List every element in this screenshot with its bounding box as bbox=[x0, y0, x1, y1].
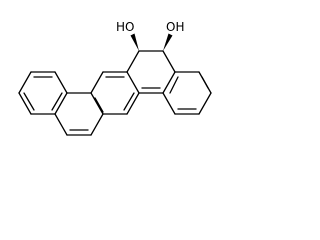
ring-2 bbox=[54, 92, 104, 136]
bond bbox=[198, 92, 212, 115]
hydroxyl-label-right: OH bbox=[166, 20, 184, 34]
ring-1 bbox=[18, 71, 68, 115]
double-bond bbox=[23, 92, 35, 111]
hydroxyl-label-left: HO bbox=[116, 20, 134, 34]
bond bbox=[162, 71, 176, 94]
ring-5 bbox=[162, 71, 212, 115]
chemical-structure: HO OH bbox=[18, 20, 212, 136]
double-bond bbox=[123, 92, 135, 111]
ring-3 bbox=[90, 71, 140, 115]
bond bbox=[126, 71, 140, 94]
bond bbox=[54, 71, 68, 94]
bond bbox=[90, 71, 104, 94]
bond bbox=[162, 50, 176, 73]
bond bbox=[90, 92, 104, 115]
bond bbox=[54, 113, 68, 136]
wedge-bond-left bbox=[130, 33, 139, 51]
double-bond bbox=[94, 97, 104, 113]
double-bond bbox=[201, 76, 209, 89]
bond bbox=[18, 71, 32, 94]
bond bbox=[18, 92, 32, 115]
bond bbox=[54, 92, 68, 115]
bond bbox=[162, 92, 176, 115]
bond bbox=[90, 113, 104, 136]
double-bond bbox=[169, 76, 179, 94]
ring-4 bbox=[126, 50, 176, 94]
double-bond bbox=[51, 92, 63, 111]
wedge-bond-right bbox=[163, 33, 173, 51]
bond bbox=[126, 92, 140, 115]
bond bbox=[126, 50, 140, 73]
